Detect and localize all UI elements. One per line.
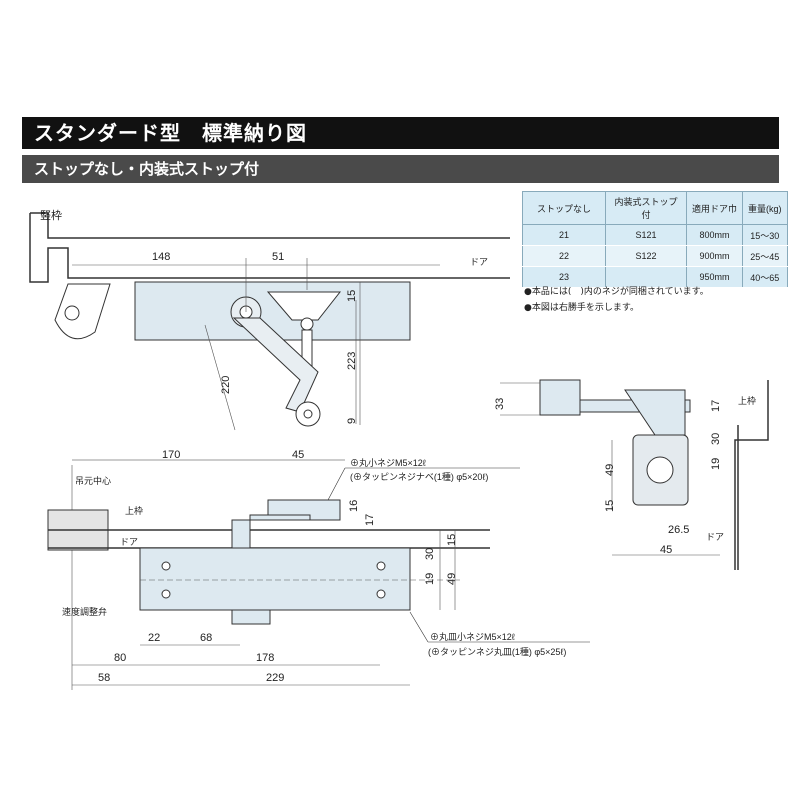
dim: 51 (272, 251, 285, 263)
dim: 178 (256, 652, 275, 664)
table-header-row: ストップなし 内装式ストップ付 適用ドア巾 重量(kg) (522, 191, 788, 225)
col-header: ストップなし (522, 191, 606, 225)
dim: 22 (148, 632, 161, 644)
label-door: ドア (470, 257, 489, 267)
cell: 21 (522, 224, 606, 246)
dim: 80 (114, 652, 127, 664)
screw-spec: ⊕丸皿小ネジM5×12ℓ (430, 632, 515, 642)
note: ●本図は右勝手を示します。 (524, 303, 639, 313)
cell: 900mm (685, 245, 744, 267)
note: ●本品には( )内のネジが同梱されています。 (524, 287, 709, 297)
dim: 33 (494, 397, 506, 410)
cell: 950mm (685, 266, 744, 288)
cell: 23 (522, 266, 606, 288)
label-speed-valve: 速度調整弁 (62, 607, 108, 617)
dim: 15 (446, 533, 458, 546)
cell (605, 266, 687, 288)
dim: 9 (346, 417, 358, 424)
side-view (500, 379, 769, 570)
dim: 68 (200, 632, 213, 644)
dim: 16 (348, 499, 360, 512)
dim: 30 (710, 432, 722, 445)
dim: 229 (266, 672, 285, 684)
dim: 26.5 (668, 524, 690, 536)
label-vertical-frame: 竪枠 (40, 210, 62, 222)
top-view (29, 212, 510, 431)
cell: S121 (605, 224, 687, 246)
cell: S122 (605, 245, 687, 267)
label-door: ドア (706, 532, 725, 542)
cell: 25〜45 (742, 245, 788, 267)
dim: 58 (98, 672, 111, 684)
cell: 800mm (685, 224, 744, 246)
label-door: ドア (120, 537, 139, 547)
dim: 220 (220, 375, 232, 394)
cell: 15〜30 (742, 224, 788, 246)
label-pivot-center: 吊元中心 (75, 476, 112, 486)
screw-spec: ⊕丸小ネジM5×12ℓ (350, 458, 426, 468)
cell: 40〜65 (742, 266, 788, 288)
dim: 15 (346, 289, 358, 302)
screw-spec: (⊕タッピンネジナベ(1種) φ5×20ℓ) (350, 472, 489, 482)
label-top-frame: 上枠 (738, 396, 757, 406)
label-top-frame: 上枠 (125, 506, 144, 516)
front-view (47, 459, 590, 690)
dim: 49 (446, 572, 458, 585)
section-subtitle: ストップなし・内装式ストップ付 (22, 155, 779, 183)
dim: 223 (346, 351, 358, 370)
dim: 17 (364, 513, 376, 526)
dim: 45 (660, 544, 673, 556)
dim: 19 (424, 572, 436, 585)
dim: 49 (604, 463, 616, 476)
screw-spec: (⊕タッピンネジ丸皿(1種) φ5×25ℓ) (428, 647, 567, 657)
dim: 45 (292, 449, 305, 461)
dim: 19 (710, 457, 722, 470)
page-title: スタンダード型 標準納り図 (22, 117, 779, 149)
dim: 17 (710, 399, 722, 412)
dim: 148 (152, 251, 171, 263)
dim: 170 (162, 449, 181, 461)
dim: 15 (604, 499, 616, 512)
dim: 30 (424, 547, 436, 560)
